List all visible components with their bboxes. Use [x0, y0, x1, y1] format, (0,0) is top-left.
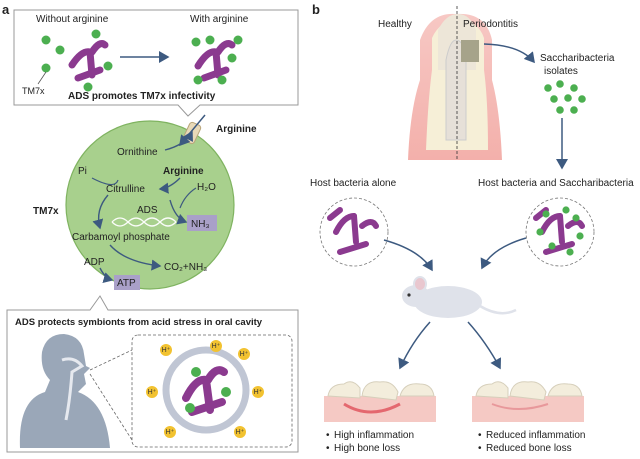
mouse-to-right-outcome-arrow: [467, 321, 502, 370]
right-outcome-1: Reduced inflammation: [486, 430, 586, 441]
proton-label: H⁺: [236, 429, 245, 436]
left-outcome-2: High bone loss: [334, 443, 400, 454]
proton-label: H⁺: [254, 389, 263, 396]
host-alone-to-mouse-arrow: [383, 239, 433, 272]
saccharibacteria-isolates-icon: [544, 80, 586, 114]
host-bacterium-icon: [68, 40, 109, 82]
proton-label: H⁺: [240, 351, 249, 358]
atp-box: [114, 275, 140, 290]
proton-label: H⁺: [148, 389, 157, 396]
ornithine-export-arrow: [164, 130, 193, 151]
nh3-arrow: [169, 199, 188, 225]
pi-arrow: [91, 177, 119, 186]
carbamoyl-to-products-arrow: [109, 244, 162, 271]
panel-b-label: b: [312, 2, 320, 17]
infectivity-inset: Without arginine With arginine TM7x ADS …: [13, 9, 299, 117]
proton-label: H⁺: [162, 347, 171, 354]
tm7x-cell-icon: [191, 35, 243, 85]
atp-label: ATP: [117, 278, 136, 289]
bullet-icon: •: [478, 430, 482, 441]
left-outcome-1: High inflammation: [334, 430, 414, 441]
healthy-label: Healthy: [378, 19, 412, 30]
saccharibacteria-label: Saccharibacteria: [540, 53, 615, 64]
nh3-box: [187, 215, 217, 231]
dna-icon: [111, 217, 177, 227]
panel-a-label: a: [2, 2, 10, 17]
host-alone-label: Host bacteria alone: [310, 178, 397, 189]
proton-label: H⁺: [166, 429, 175, 436]
isolation-arrow: [483, 43, 535, 64]
pi-label: Pi: [78, 166, 87, 177]
mouse-icon: [402, 276, 517, 318]
mouse-to-left-outcome-arrow: [398, 321, 431, 370]
tm7x-cell-icon: [41, 29, 113, 92]
right-outcome-2: Reduced bone loss: [486, 443, 572, 454]
host-bacterium-icon: [182, 366, 228, 416]
host-sacc-dish: [525, 197, 595, 267]
water-arrow: [179, 187, 197, 209]
adp-label: ADP: [84, 257, 105, 268]
with-arginine-label: With arginine: [190, 14, 249, 25]
arginine-outside-label: Arginine: [216, 124, 257, 135]
left-jaw-icon: [324, 381, 436, 422]
citrulline-to-carbamoyl-arrow: [92, 194, 109, 230]
periodontitis-label: Periodontitis: [463, 19, 518, 30]
cell-name-label: TM7x: [33, 206, 59, 217]
citrulline-label: Citrulline: [106, 184, 145, 195]
without-arginine-label: Without arginine: [36, 14, 109, 25]
proton-icon: [146, 340, 264, 438]
host-sacc-to-mouse-arrow: [480, 237, 527, 270]
right-jaw-icon: [472, 381, 584, 422]
proton-label: H⁺: [212, 343, 221, 350]
bottom-inset-caption: ADS protects symbionts from acid stress …: [15, 317, 263, 328]
isolates-label: isolates: [544, 66, 578, 77]
arginine-inside-label: Arginine: [163, 166, 204, 177]
human-silhouette-icon: [19, 334, 110, 448]
adp-to-atp-arrow: [99, 267, 114, 284]
tm7x-cell: TM7x Arginine Ornithine Arginine Pi Citr…: [33, 114, 257, 290]
host-and-sacc-label: Host bacteria and Saccharibacteria: [478, 178, 634, 189]
tooth-cross-section: [408, 6, 502, 160]
water-label: H₂O: [197, 182, 216, 193]
ads-label: ADS: [137, 205, 158, 216]
carbamoyl-phosphate-label: Carbamoyl phosphate: [72, 232, 170, 243]
bullet-icon: •: [326, 443, 330, 454]
host-alone-dish: [319, 197, 389, 267]
nh3-label: NH₃: [191, 219, 210, 230]
bullet-icon: •: [326, 430, 330, 441]
bullet-icon: •: [478, 443, 482, 454]
host-cell-ring: [162, 346, 250, 434]
host-bacterium-icon: [194, 40, 236, 82]
tm7x-label: TM7x: [22, 86, 45, 96]
ornithine-label: Ornithine: [117, 147, 158, 158]
tm7x-cell-icon: [185, 367, 231, 413]
acid-stress-inset: ADS protects symbionts from acid stress …: [6, 295, 299, 453]
inset-caption: ADS promotes TM7x infectivity: [68, 91, 216, 102]
co2-nh3-label: CO₂+NH₃: [164, 262, 207, 273]
arginine-to-citrulline-arrow: [158, 177, 181, 194]
